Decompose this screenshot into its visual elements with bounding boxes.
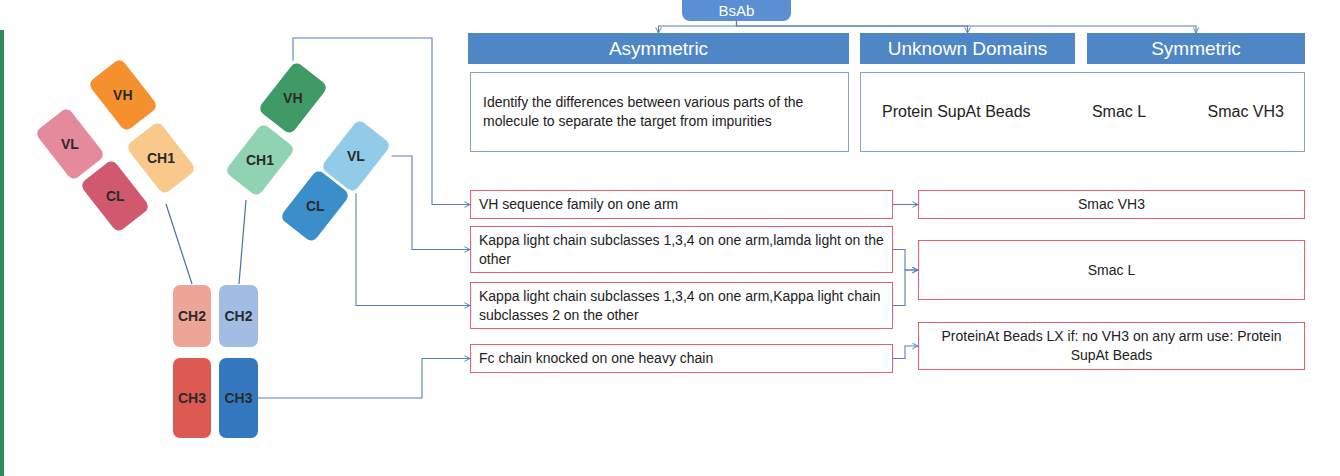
category-band: Unknown Domains (860, 33, 1075, 64)
hinge-line (239, 200, 246, 284)
box-text: BsAb (719, 2, 755, 19)
domain-block: CH3 (219, 358, 258, 438)
feature-box: Fc chain knocked on one heavy chain (470, 344, 893, 373)
domain-label: CL (106, 188, 125, 204)
feature-box: Kappa light chain subclasses 1,3,4 on on… (470, 226, 893, 273)
feature-box: Kappa light chain subclasses 1,3,4 on on… (470, 282, 893, 329)
domain-label: CH3 (178, 390, 206, 406)
box-text: Smac VH3 (1208, 103, 1284, 121)
connector-arrow (356, 193, 470, 305)
box-text: Fc chain knocked on one heavy chain (479, 349, 713, 367)
connector-arrow (737, 21, 968, 33)
domain-block: CH2 (219, 285, 258, 347)
box-text: VH sequence family on one arm (479, 195, 678, 213)
domain-label: CH3 (224, 390, 252, 406)
connector-arrow (893, 346, 918, 359)
box-text: Kappa light chain subclasses 1,3,4 on on… (479, 231, 884, 267)
box-text: ProteinAt Beads LX if: no VH3 on any arm… (929, 327, 1294, 365)
side-bar (0, 30, 4, 476)
feature-box: VH sequence family on one arm (470, 190, 893, 219)
domain-label: VH (283, 90, 302, 106)
description-box: Identify the differences between various… (470, 72, 849, 152)
method-box: ProteinAt Beads LX if: no VH3 on any arm… (918, 322, 1305, 370)
category-band: Asymmetric (468, 33, 849, 64)
domain-block: CL (79, 159, 150, 234)
hinge-line (166, 204, 192, 284)
domain-label: VL (61, 136, 79, 152)
box-text: Protein SupAt Beads (882, 103, 1031, 121)
box-text: Kappa light chain subclasses 1,3,4 on on… (479, 287, 884, 323)
box-text: Smac VH3 (1078, 195, 1145, 214)
root-box: BsAb (682, 0, 791, 21)
domain-block: CH1 (224, 123, 295, 198)
domain-label: CH1 (246, 152, 274, 168)
connector-arrow (392, 156, 470, 250)
box-text: Unknown Domains (888, 38, 1047, 60)
connector-arrow (893, 270, 918, 306)
method-box: Protein SupAt Beads Smac L Smac VH3 (860, 72, 1305, 152)
domain-block: VL (34, 107, 105, 182)
connector-arrow (258, 359, 470, 399)
box-text: Asymmetric (609, 38, 708, 60)
domain-label: CH2 (178, 308, 206, 324)
connector-arrow (893, 204, 918, 205)
domain-block: VH (87, 58, 158, 133)
box-text: Identify the differences between various… (483, 93, 836, 131)
domain-block: CH2 (173, 285, 211, 347)
method-box: Smac L (918, 240, 1305, 300)
category-band: Symmetric (1087, 33, 1305, 64)
domain-label: VH (113, 87, 132, 103)
connector-arrow (659, 21, 737, 33)
connector-arrow (893, 250, 918, 271)
domain-label: CH2 (224, 308, 252, 324)
domain-label: CL (306, 198, 325, 214)
box-text: Smac L (1088, 261, 1135, 280)
domain-block: CH3 (173, 358, 211, 438)
domain-label: VL (347, 148, 365, 164)
method-box: Smac VH3 (918, 190, 1305, 219)
connector-arrow (737, 21, 1197, 33)
box-text: Smac L (1092, 103, 1146, 121)
box-text: Symmetric (1151, 38, 1241, 60)
domain-block: CH1 (125, 121, 196, 196)
domain-label: CH1 (147, 150, 175, 166)
domain-block: VH (257, 61, 328, 136)
